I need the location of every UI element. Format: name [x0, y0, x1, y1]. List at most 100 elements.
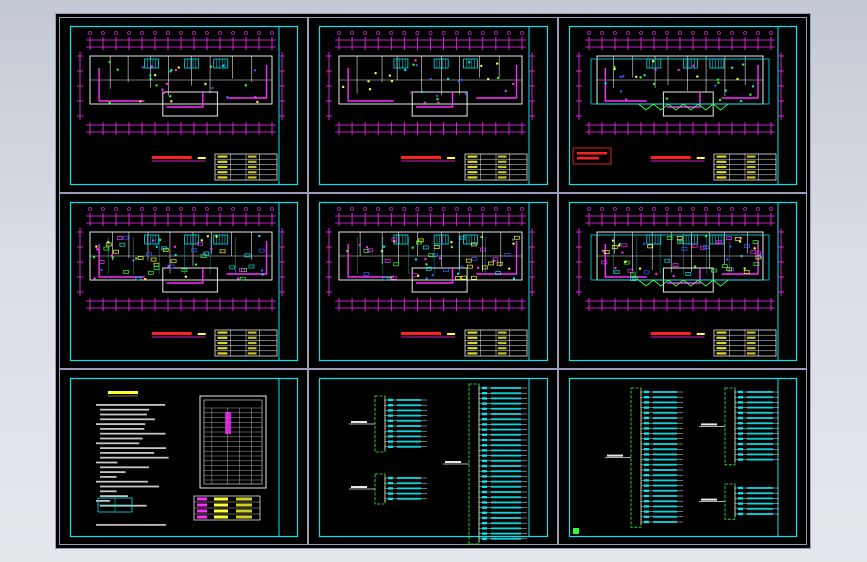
title-block: [464, 329, 528, 357]
design-notes: [96, 391, 267, 526]
sheet-first-floor-lighting: [59, 193, 308, 369]
plan-scale-mark: [197, 157, 206, 159]
title-block: [713, 153, 777, 181]
sheet-frame: [59, 17, 308, 193]
plan-title-mark: [401, 156, 442, 159]
note-line: [100, 490, 117, 493]
equipment-symbols: [590, 58, 770, 111]
title-block: [464, 153, 528, 181]
note-line: [100, 456, 169, 459]
sheet-border: [318, 25, 549, 186]
legend-line: [577, 152, 607, 155]
note-line: [100, 466, 149, 469]
title-block: [214, 153, 278, 181]
magenta-walls: [98, 65, 268, 108]
note-line: [96, 423, 146, 425]
sheet-frame: [558, 369, 807, 545]
note-line: [100, 432, 166, 435]
sheet-first-floor-plan: [59, 17, 308, 193]
sheet-frame: [59, 369, 308, 545]
distribution-panel: [349, 473, 427, 505]
sheet-border: [568, 377, 798, 538]
title-block: [214, 329, 278, 357]
note-line: [100, 428, 145, 430]
dimension-lines: [576, 31, 784, 135]
title-block: [713, 329, 777, 357]
sheet-third-floor-plan: [558, 17, 807, 193]
distribution-panel: [699, 483, 779, 520]
dimension-lines: [77, 207, 285, 311]
dimension-lines: [77, 31, 285, 135]
sheet-border: [568, 201, 798, 362]
sheet-border: [69, 377, 299, 538]
distribution-panel: [699, 387, 779, 466]
distribution-panel: [443, 383, 527, 545]
equipment-symbols: [341, 58, 515, 104]
dimension-lines: [326, 207, 535, 311]
plan-title-mark: [401, 332, 442, 335]
equipment-table: [199, 395, 267, 489]
sheet-border: [318, 201, 549, 362]
legend-box: [572, 147, 612, 165]
distribution-schematic: [349, 383, 527, 545]
note-line: [100, 471, 126, 473]
plan-title-mark: [151, 332, 192, 335]
distribution-schematic: [573, 387, 779, 534]
magenta-walls: [604, 65, 759, 108]
sheet-frame: [308, 369, 558, 545]
building-walls: [89, 55, 273, 117]
viewport-frame: [55, 13, 811, 549]
sheet-second-floor-plan: [308, 17, 558, 193]
note-line: [96, 461, 118, 464]
plan-title-mark: [650, 156, 691, 159]
sheet-border: [318, 377, 549, 538]
sheet-frame: [308, 193, 558, 369]
sheet-second-floor-lighting: [308, 193, 558, 369]
corner-marker: [573, 528, 579, 534]
sheet-border: [69, 201, 299, 362]
note-line: [96, 442, 140, 445]
drawing-sheets: [55, 13, 811, 549]
note-line: [100, 452, 155, 454]
sheet-distribution-system-2: [558, 369, 807, 545]
note-line: [100, 504, 147, 507]
note-line: [100, 495, 129, 497]
note-line: [96, 404, 166, 406]
legend-line: [577, 157, 599, 160]
equipment-symbols: [346, 234, 520, 281]
magenta-walls: [347, 65, 518, 108]
sheet-frame: [308, 17, 558, 193]
note-line: [100, 437, 143, 440]
sheet-third-floor-lighting: [558, 193, 807, 369]
note-line: [100, 408, 150, 411]
equipment-symbols: [92, 234, 265, 281]
cad-viewport[interactable]: [55, 13, 811, 549]
note-line: [100, 447, 167, 449]
distribution-panel: [349, 395, 427, 453]
note-line: [100, 418, 155, 421]
equipment-symbols: [590, 234, 770, 287]
sheet-border: [568, 25, 798, 186]
sheet-frame: [59, 193, 308, 369]
notes-heading: [108, 391, 138, 394]
plan-scale-mark: [447, 333, 456, 335]
note-line: [100, 476, 117, 478]
magenta-walls: [98, 241, 268, 284]
note-line: [96, 480, 148, 483]
note-line: [100, 413, 147, 416]
magenta-walls: [347, 241, 518, 284]
distribution-panel: [605, 387, 683, 528]
plan-scale-mark: [197, 333, 206, 335]
sheet-distribution-system-1: [308, 369, 558, 545]
plan-scale-mark: [696, 157, 705, 159]
building-walls: [338, 231, 523, 293]
plan-title-mark: [151, 156, 192, 159]
plan-scale-mark: [447, 157, 456, 159]
dimension-lines: [576, 207, 784, 311]
dimension-lines: [326, 31, 535, 135]
note-line: [100, 485, 159, 488]
plan-scale-mark: [696, 333, 705, 335]
sheet-design-notes: [59, 369, 308, 545]
sheet-frame: [558, 193, 807, 369]
equipment-symbols: [108, 58, 259, 104]
